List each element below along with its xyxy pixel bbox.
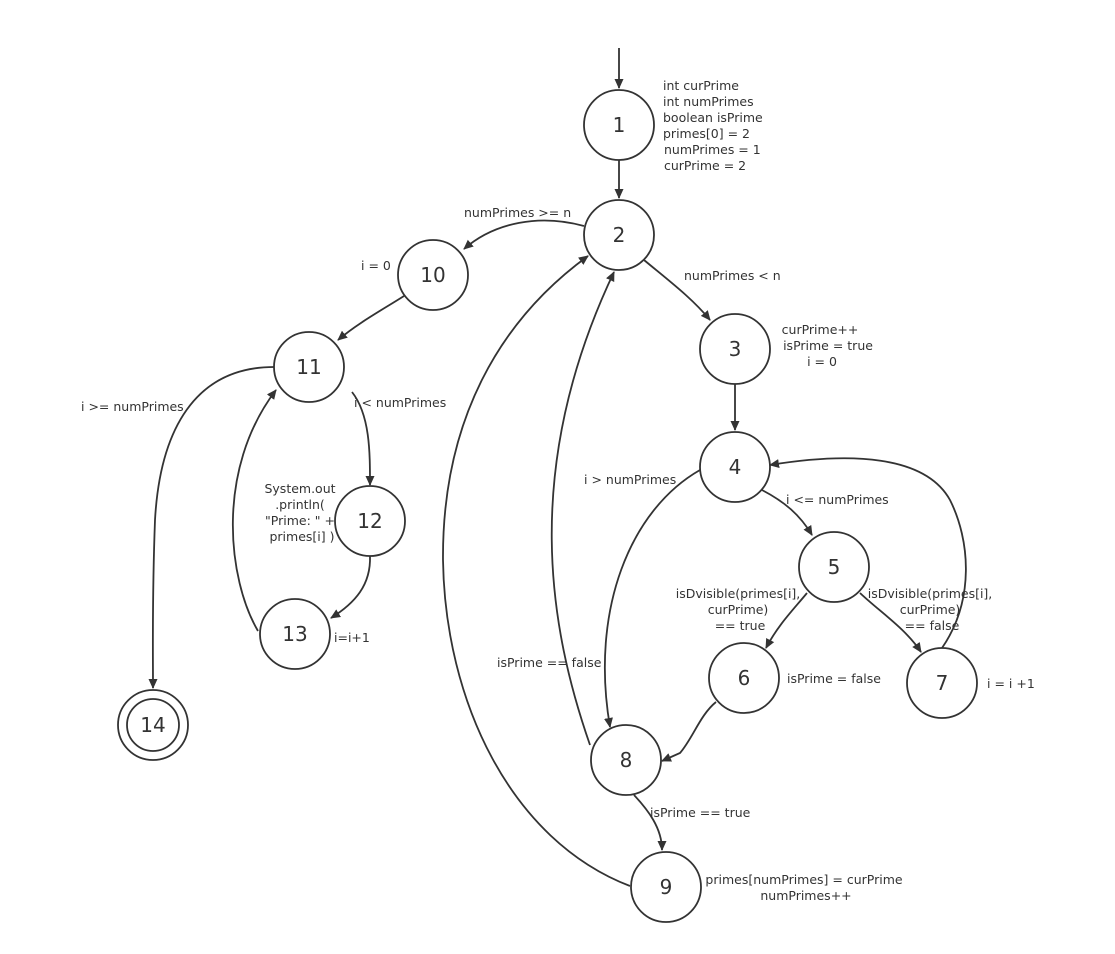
- node-label: 6: [738, 666, 751, 690]
- node-11[interactable]: 11: [273, 331, 345, 403]
- edge-label-5-6: isDvisible(primes[i], curPrime) == true: [676, 586, 805, 633]
- node-8[interactable]: 8: [590, 724, 662, 796]
- node-label: 11: [296, 355, 321, 379]
- edge-label-5-7: isDvisible(primes[i], curPrime) == false: [868, 586, 997, 633]
- edge-7-4: [769, 457, 967, 649]
- edge-label-10-11: i = 0: [361, 258, 391, 273]
- node-2[interactable]: 2: [583, 199, 655, 271]
- edge-8-9: [633, 794, 667, 851]
- node-10[interactable]: 10: [397, 239, 469, 311]
- note-node-6: isPrime = false: [787, 671, 881, 686]
- edge-label-8-2: isPrime == false: [497, 655, 602, 670]
- edge-5-6: [765, 592, 808, 649]
- edge-label-2-3: numPrimes < n: [684, 268, 781, 283]
- edge-11-14: [148, 366, 275, 689]
- node-13[interactable]: 13: [259, 598, 331, 670]
- node-label: 10: [420, 263, 445, 287]
- node-14-final[interactable]: 14: [117, 689, 189, 761]
- edge-label-11-12: i < numPrimes: [354, 395, 446, 410]
- node-6[interactable]: 6: [708, 642, 780, 714]
- edge-5-7: [859, 592, 922, 653]
- final-state-inner-ring: [126, 698, 180, 752]
- node-label: 8: [620, 748, 633, 772]
- edge-label-11-14: i >= numPrimes: [81, 399, 184, 414]
- node-label: 5: [828, 555, 841, 579]
- edge-label-4-8: i > numPrimes: [584, 472, 676, 487]
- edge-label-2-10: numPrimes >= n: [464, 205, 571, 220]
- node-3[interactable]: 3: [699, 313, 771, 385]
- node-label: 4: [729, 455, 742, 479]
- edge-4-8: [603, 469, 701, 728]
- node-1[interactable]: 1: [583, 89, 655, 161]
- edge-9-2: [442, 255, 631, 887]
- note-node-3: curPrime++ isPrime = true i = 0: [782, 322, 877, 369]
- node-label: 7: [936, 671, 949, 695]
- node-label: 1: [613, 113, 626, 137]
- nodes: 1 2 3 4 5 6 7 8: [117, 89, 978, 923]
- node-12[interactable]: 12: [334, 485, 406, 557]
- edge-12-13: [330, 555, 371, 619]
- edge-label-4-5: i <= numPrimes: [786, 492, 889, 507]
- edge-4-5: [761, 489, 813, 536]
- node-label: 3: [729, 337, 742, 361]
- edge-13-11: [231, 389, 277, 632]
- note-node-1: int curPrime int numPrimes boolean isPri…: [663, 78, 767, 173]
- edges: [148, 48, 967, 887]
- edge-label-8-9: isPrime == true: [650, 805, 751, 820]
- node-notes: int curPrime int numPrimes boolean isPri…: [264, 78, 1034, 903]
- node-7[interactable]: 7: [906, 647, 978, 719]
- edge-11-12: [351, 391, 375, 486]
- edge-8-2: [550, 271, 615, 746]
- note-node-12: System.out .println( "Prime: " + primes[…: [264, 481, 339, 544]
- note-node-7: i = i +1: [987, 676, 1035, 691]
- node-label: 12: [357, 509, 382, 533]
- edge-2-10: [463, 219, 585, 250]
- node-label: 13: [282, 622, 307, 646]
- node-9[interactable]: 9: [630, 851, 702, 923]
- note-node-9: primes[numPrimes] = curPrime numPrimes++: [705, 872, 906, 903]
- node-label: 9: [660, 875, 673, 899]
- note-node-13: i=i+1: [334, 630, 370, 645]
- edge-2-3: [643, 259, 711, 321]
- edge-10-11: [337, 295, 405, 341]
- edge-6-8: [661, 701, 717, 762]
- edge-labels: numPrimes >= n numPrimes < n i = 0 i >= …: [81, 205, 997, 820]
- node-5[interactable]: 5: [798, 531, 870, 603]
- node-label: 14: [140, 713, 165, 737]
- node-label: 2: [613, 223, 626, 247]
- node-4[interactable]: 4: [699, 431, 771, 503]
